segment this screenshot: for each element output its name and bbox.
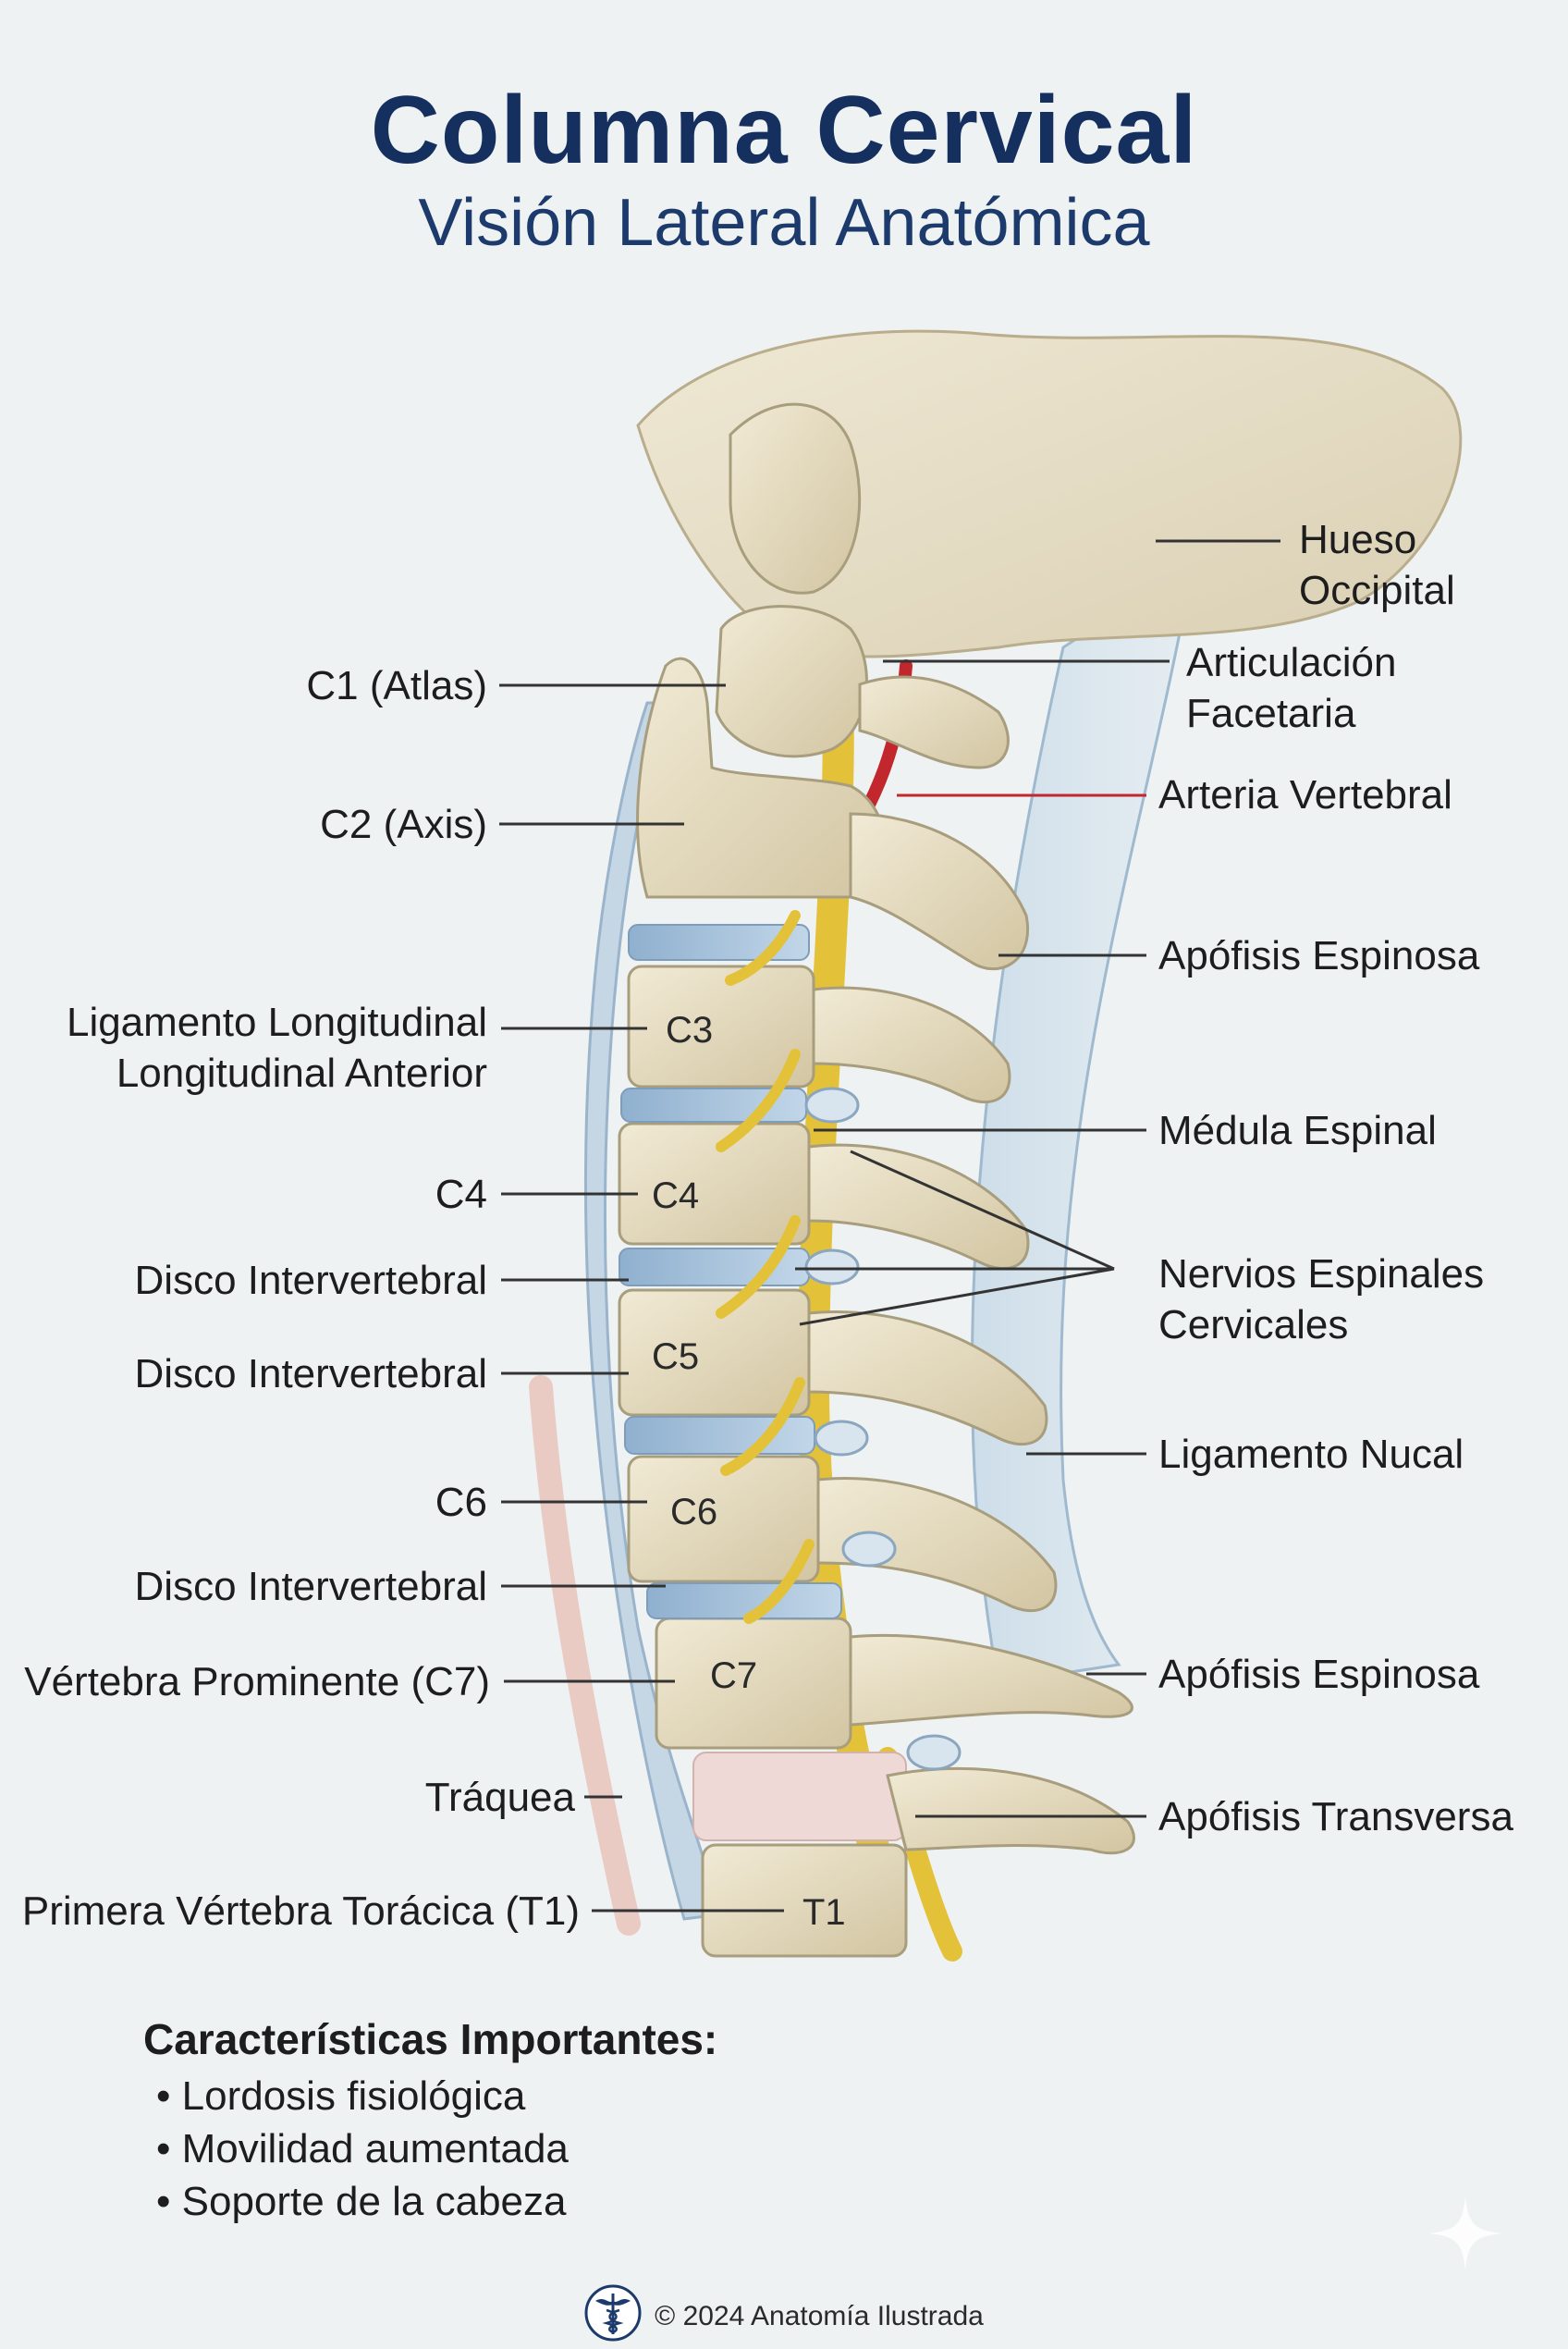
right-labels: Hueso Occipital Articulación Facetaria A… (1158, 517, 1513, 1839)
c4-body (619, 1124, 809, 1244)
features-heading: Características Importantes: (143, 2014, 717, 2064)
disc-c7-t1 (693, 1753, 906, 1840)
label-disc-3: Disco Intervertebral (135, 1564, 487, 1609)
posterior-elements (809, 988, 1133, 1853)
t1-transverse (888, 1768, 1133, 1852)
label-spinous-process-2: Apófisis Espinosa (1158, 1652, 1480, 1697)
label-disc-1: Disco Intervertebral (135, 1258, 487, 1303)
label-anterior-ligament-1: Ligamento Longitudinal (67, 1000, 487, 1045)
atlas-c1-shape (717, 607, 866, 756)
label-c1-atlas: C1 (Atlas) (306, 663, 487, 708)
label-nuchal-ligament: Ligamento Nucal (1158, 1432, 1464, 1477)
feature-item: • Soporte de la cabeza (143, 2175, 717, 2228)
key-features: Características Importantes: • Lordosis … (143, 2014, 717, 2228)
vertebra-label-c5: C5 (652, 1336, 699, 1377)
label-t1: Primera Vértebra Torácica (T1) (22, 1888, 580, 1934)
feature-item: • Lordosis fisiológica (143, 2070, 717, 2122)
label-vertebral-artery: Arteria Vertebral (1158, 772, 1452, 818)
caduceus-icon (584, 2284, 642, 2349)
label-spinal-cord: Médula Espinal (1158, 1108, 1437, 1153)
label-trachea: Tráquea (425, 1775, 576, 1820)
label-anterior-ligament-2: Longitudinal Anterior (116, 1051, 487, 1096)
label-facet-1: Articulación (1186, 640, 1396, 685)
footer: © 2024 Anatomía Ilustrada (0, 2284, 1568, 2349)
label-disc-2: Disco Intervertebral (135, 1351, 487, 1396)
label-occipital-2: Occipital (1299, 568, 1455, 613)
label-facet-2: Facetaria (1186, 691, 1356, 736)
atlas-transverse-shape (860, 677, 1008, 768)
copyright-text: © 2024 Anatomía Ilustrada (655, 2301, 984, 2332)
c3-spinous (814, 988, 1010, 1102)
axis-spinous-shape (851, 814, 1028, 969)
label-c2-axis: C2 (Axis) (320, 802, 487, 847)
occipital-condyle-shape (730, 404, 860, 593)
vertebra-label-c3: C3 (666, 1010, 713, 1051)
vertebra-label-t1: T1 (802, 1892, 846, 1933)
label-spinal-nerves-1: Nervios Espinales (1158, 1251, 1484, 1297)
feature-item: • Movilidad aumentada (143, 2122, 717, 2175)
label-c4: C4 (435, 1172, 487, 1217)
vertebra-label-c6: C6 (670, 1492, 717, 1532)
label-occipital-1: Hueso (1299, 517, 1416, 562)
label-spinous-process-1: Apófisis Espinosa (1158, 933, 1480, 978)
label-transverse-process: Apófisis Transversa (1158, 1794, 1513, 1839)
label-c6: C6 (435, 1480, 487, 1525)
disc-c5-c6 (625, 1417, 815, 1454)
label-c7-prominens: Vértebra Prominente (C7) (24, 1659, 490, 1704)
vertebra-label-c7: C7 (710, 1655, 757, 1696)
left-labels: C1 (Atlas) C2 (Axis) Ligamento Longitudi… (22, 663, 580, 1934)
label-spinal-nerves-2: Cervicales (1158, 1302, 1348, 1347)
sparkle-icon (1424, 2192, 1507, 2275)
vertebra-label-c4: C4 (652, 1175, 699, 1216)
c5-body (619, 1290, 809, 1415)
disc-c6-c7 (647, 1583, 841, 1618)
